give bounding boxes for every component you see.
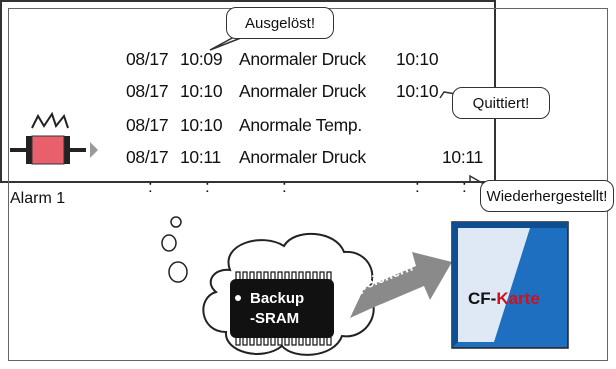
save-arrow bbox=[350, 252, 452, 318]
chip-label-line1: Backup bbox=[250, 290, 305, 307]
row-message: Anormaler Druck bbox=[239, 146, 366, 167]
row-extra-time: 10:10 bbox=[396, 80, 439, 101]
continuation-marker: : bbox=[462, 177, 467, 196]
cf-card-label-karte: Karte bbox=[496, 289, 540, 308]
sram-chip bbox=[230, 279, 334, 338]
row-date: 08/17 bbox=[126, 48, 169, 69]
cf-card-label: CF-Karte bbox=[468, 289, 540, 309]
row-date: 08/17 bbox=[126, 114, 169, 135]
cf-card-icon bbox=[451, 221, 569, 349]
row-extra-time: 10:10 bbox=[396, 48, 439, 69]
row-message: Anormaler Druck bbox=[239, 48, 366, 69]
continuation-marker: : bbox=[415, 177, 420, 196]
triggered-callout: Ausgelöst! bbox=[226, 7, 334, 39]
alarm-lamp-icon bbox=[10, 111, 98, 165]
continuation-marker: : bbox=[282, 177, 287, 196]
row-message: Anormaler Druck bbox=[239, 80, 366, 101]
row-date: 08/17 bbox=[126, 146, 169, 167]
row-time: 10:10 bbox=[180, 80, 223, 101]
chip-label-line2: -SRAM bbox=[250, 310, 300, 327]
row-time: 10:10 bbox=[180, 114, 223, 135]
continuation-marker: : bbox=[205, 177, 210, 196]
cf-card-label-prefix: CF- bbox=[468, 289, 497, 308]
row-extra-time: 10:11 bbox=[442, 146, 483, 167]
row-date: 08/17 bbox=[126, 80, 169, 101]
acknowledged-callout: Quittiert! bbox=[452, 87, 550, 119]
continuation-marker: : bbox=[148, 177, 153, 196]
row-time: 10:09 bbox=[180, 48, 223, 69]
row-time: 10:11 bbox=[180, 146, 221, 167]
alarm-label: Alarm 1 bbox=[10, 190, 66, 207]
recovered-callout: Wiederhergestellt! bbox=[480, 180, 614, 212]
row-message: Anormale Temp. bbox=[239, 114, 362, 135]
